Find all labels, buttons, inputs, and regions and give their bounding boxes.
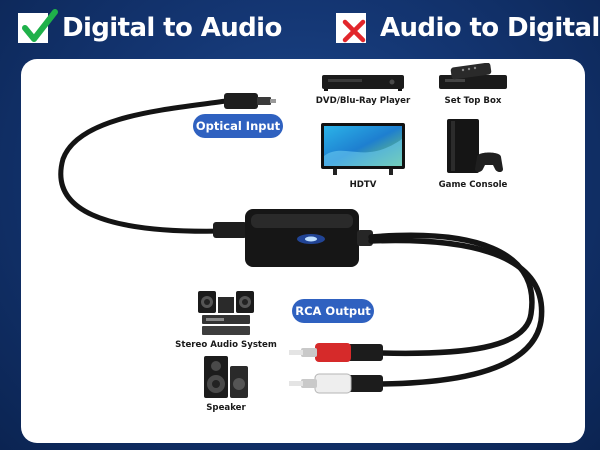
- set-top-box-caption: Set Top Box: [444, 96, 502, 106]
- digital-to-audio-option: Digital to Audio: [18, 6, 282, 50]
- converter-box: [245, 209, 373, 267]
- audio-to-digital-option: Audio to Digital: [336, 6, 600, 50]
- device-game-console: Game Console: [421, 117, 525, 190]
- rca-output-label: RCA Output: [292, 299, 374, 323]
- dvd-player-caption: DVD/Blu-Ray Player: [315, 96, 411, 106]
- hdtv-icon: [321, 123, 405, 175]
- digital-to-audio-label: Digital to Audio: [62, 13, 282, 43]
- rca-plug-red: [289, 343, 383, 362]
- checkbox-crossed-icon: [336, 13, 366, 43]
- device-dvd-player: DVD/Blu-Ray Player: [311, 71, 415, 106]
- device-speaker: Speaker: [171, 354, 281, 413]
- product-panel: Optical Input RCA Output DVD/Blu-Ray Pla…: [21, 59, 585, 443]
- optical-cable: [58, 98, 229, 234]
- device-hdtv: HDTV: [311, 121, 415, 190]
- set-top-box-icon: [439, 63, 507, 89]
- stereo-system-icon: [198, 291, 254, 335]
- game-console-icon: [447, 119, 503, 173]
- stereo-system-caption: Stereo Audio System: [175, 340, 277, 350]
- dvd-player-icon: [322, 75, 404, 91]
- converter-diagram: [58, 93, 545, 394]
- game-console-caption: Game Console: [438, 180, 508, 190]
- rca-cable-lower: [368, 237, 545, 387]
- optical-plug-converter: [213, 222, 247, 238]
- optical-plug-top: [224, 93, 276, 109]
- audio-to-digital-label: Audio to Digital: [380, 13, 600, 43]
- device-stereo-audio-system: Stereo Audio System: [171, 289, 281, 350]
- speaker-icon: [204, 356, 248, 398]
- rca-plug-white: [289, 373, 383, 394]
- checkbox-checked-icon: [18, 9, 58, 43]
- header-banner: Digital to Audio Audio to Digital: [0, 0, 600, 56]
- rca-cable-upper: [368, 232, 535, 357]
- speaker-caption: Speaker: [206, 403, 246, 413]
- device-set-top-box: Set Top Box: [421, 63, 525, 106]
- hdtv-caption: HDTV: [349, 180, 377, 190]
- optical-input-label: Optical Input: [193, 114, 283, 138]
